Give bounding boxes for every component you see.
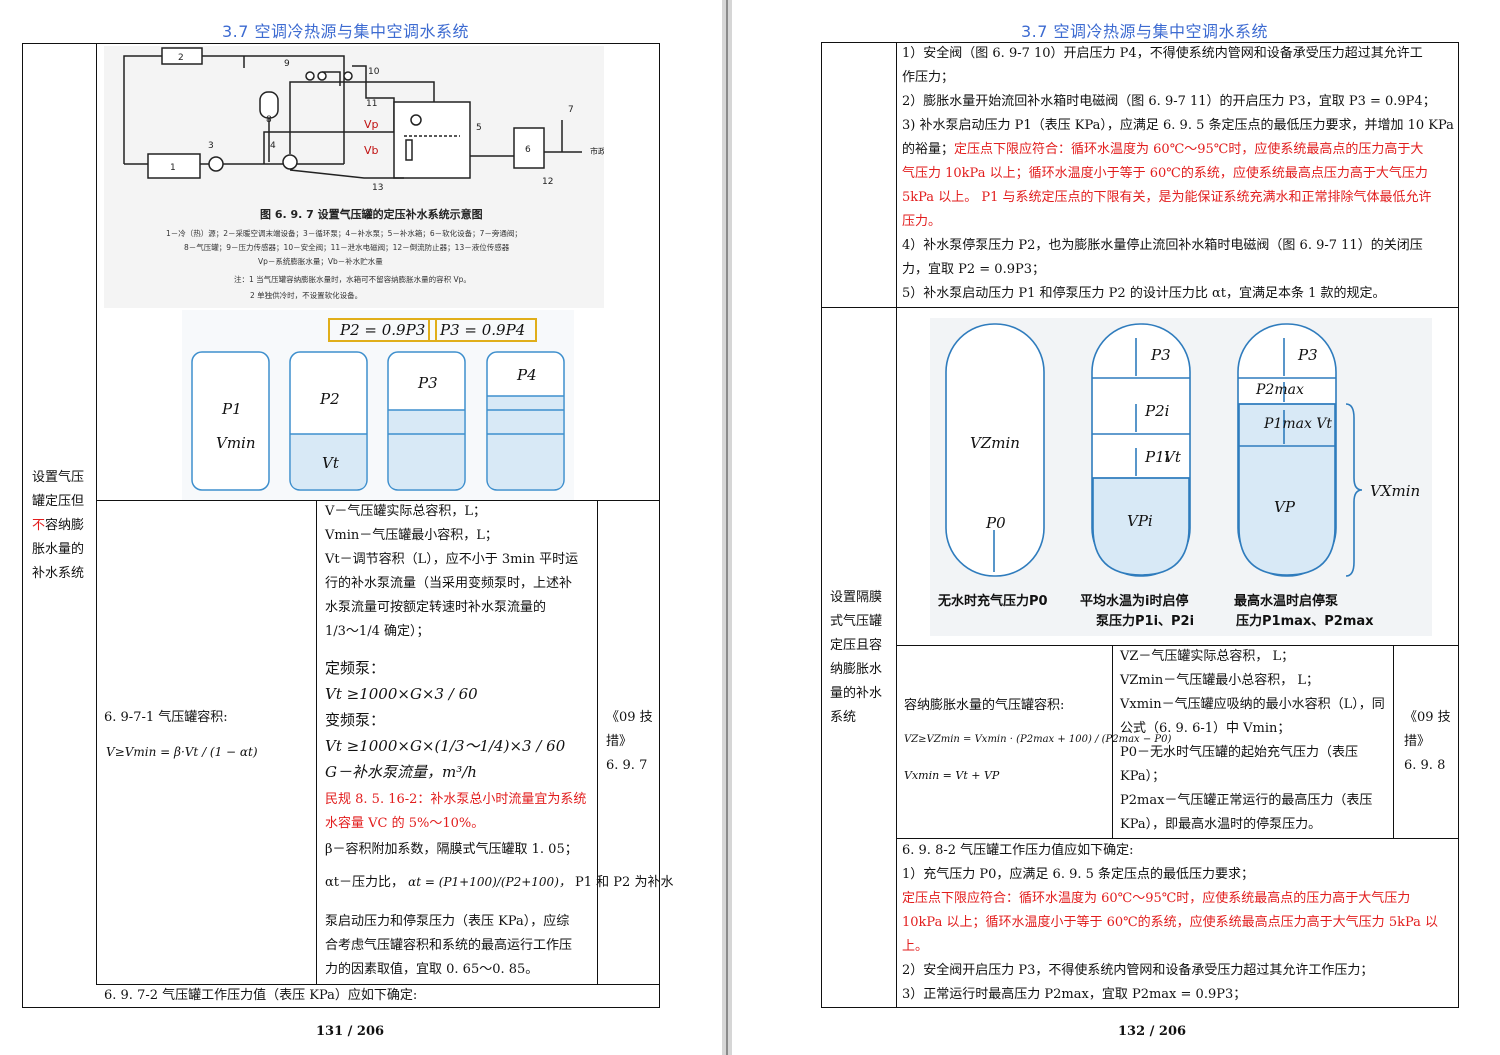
- schematic-figure: 2 1 3 4 8 9 10 11 5 6 7 12 13 Vp Vb 市政给水 图 6. 9.…: [104, 46, 604, 308]
- page-number: 132 / 206: [1118, 1024, 1187, 1039]
- tank-figure: P2 = 0.9P3 P3 = 0.9P4 P1 Vmin P2 Vt: [182, 310, 574, 500]
- table-frame: [22, 43, 660, 1008]
- svg-text:1: 1: [170, 163, 176, 173]
- svg-text:1－冷（热）源；2－采暖空调末端设备；3－循环泵；4－补水泵: 1－冷（热）源；2－采暖空调末端设备；3－循环泵；4－补水泵；5－补水箱；6－软…: [166, 228, 522, 238]
- svg-text:6: 6: [525, 145, 531, 155]
- formula-title: 容纳膨胀水量的气压罐容积:: [904, 698, 1065, 713]
- svg-text:Vb: Vb: [364, 144, 379, 157]
- svg-text:13: 13: [372, 183, 383, 193]
- svg-text:10: 10: [368, 67, 380, 77]
- svg-text:2 单独供冷时，不设置软化设备。: 2 单独供冷时，不设置软化设备。: [250, 290, 362, 300]
- figure-caption: 图 6. 9. 7 设置气压罐的定压补水系统示意图: [260, 207, 483, 221]
- page-132: 3.7 空调冷热源与集中空调水系统 1）安全阀（图 6. 9-7 10）开启压力…: [732, 0, 1500, 1055]
- page-header: 3.7 空调冷热源与集中空调水系统: [222, 22, 470, 41]
- definitions: V－气压罐实际总容积，L； Vmin－气压罐最小容积，L； Vt－调节容积（L）…: [325, 504, 579, 639]
- svg-text:市政给水: 市政给水: [590, 146, 604, 156]
- svg-text:8: 8: [266, 115, 272, 125]
- bottom-text: 6. 9. 8-2 气压罐工作压力值应如下确定: 1）充气压力 P0，应满足 6…: [902, 843, 1439, 1002]
- pump-formulas: 定频泵： Vt ≥1000×G×3 / 60 变频泵： Vt ≥1000×G×(…: [325, 659, 566, 781]
- page-131: 3.7 空调冷热源与集中空调水系统 设置气压 罐定压但 不容纳膨 胀水量的 补水…: [0, 0, 722, 1055]
- diaphragm-figure: VZmin P0 P3 P2i P1i Vt VPi P3 P2max P1ma…: [930, 318, 1432, 636]
- reference: 《09 技 措》 6. 9. 8: [1404, 710, 1451, 773]
- formula-2: Vxmin = Vt + VP: [904, 769, 1000, 782]
- svg-text:Vp－系统膨胀水量；Vb－补水贮水量: Vp－系统膨胀水量；Vb－补水贮水量: [258, 256, 383, 266]
- svg-text:11: 11: [366, 99, 377, 109]
- formula-1: VZ≥VZmin = Vxmin · (P2max + 100) / (P2ma…: [904, 734, 1172, 745]
- row-label: 设置气压 罐定压但 不容纳膨 胀水量的 补水系统: [32, 470, 85, 581]
- eq-box-2: P3 = 0.9P4: [428, 318, 538, 342]
- formula-title: 6. 9-7-1 气压罐容积:: [104, 710, 228, 725]
- svg-text:12: 12: [542, 177, 553, 187]
- definitions: VZ－气压罐实际总容积， L； VZmin－气压罐最小总容积， L； Vxmin…: [1120, 649, 1385, 832]
- formula: V≥Vmin = β·Vt / (1 − αt): [106, 745, 258, 759]
- svg-text:8－气压罐；9－压力传感器；10－安全阀；11－泄水电磁阀；: 8－气压罐；9－压力传感器；10－安全阀；11－泄水电磁阀；12－倒流防止器；1…: [184, 242, 510, 252]
- red-note: 民规 8. 5. 16-2：补水泵总小时流量宜为系统 水容量 VC 的 5%～1…: [325, 792, 587, 831]
- table-frame: [821, 42, 1459, 1008]
- page-gutter: [722, 0, 732, 1055]
- bottom-row: 6. 9. 7-2 气压罐工作压力值（表压 KPa）应如下确定:: [104, 988, 418, 1003]
- svg-text:5: 5: [476, 123, 482, 133]
- row-label: 设置隔膜 式气压罐 定压且容 纳膨胀水 量的补水 系统: [830, 590, 883, 725]
- svg-text:4: 4: [270, 141, 276, 151]
- svg-text:注：1 当气压罐容纳膨胀水量时，水箱可不留容纳膨胀水量的容: 注：1 当气压罐容纳膨胀水量时，水箱可不留容纳膨胀水量的容积 Vp。: [234, 274, 471, 284]
- svg-text:3: 3: [208, 141, 214, 151]
- page-header: 3.7 空调冷热源与集中空调水系统: [1021, 22, 1269, 41]
- page-number: 131 / 206: [316, 1024, 385, 1039]
- top-text: 1）安全阀（图 6. 9-7 10）开启压力 P4，不得使系统内管网和设备承受压…: [902, 46, 1454, 301]
- svg-text:9: 9: [284, 59, 290, 69]
- reference: 《09 技 措》 6. 9. 7: [606, 710, 653, 773]
- eq-box-1: P2 = 0.9P3: [328, 318, 438, 342]
- svg-text:Vp: Vp: [364, 118, 379, 131]
- svg-text:2: 2: [178, 53, 184, 63]
- svg-text:7: 7: [568, 105, 574, 115]
